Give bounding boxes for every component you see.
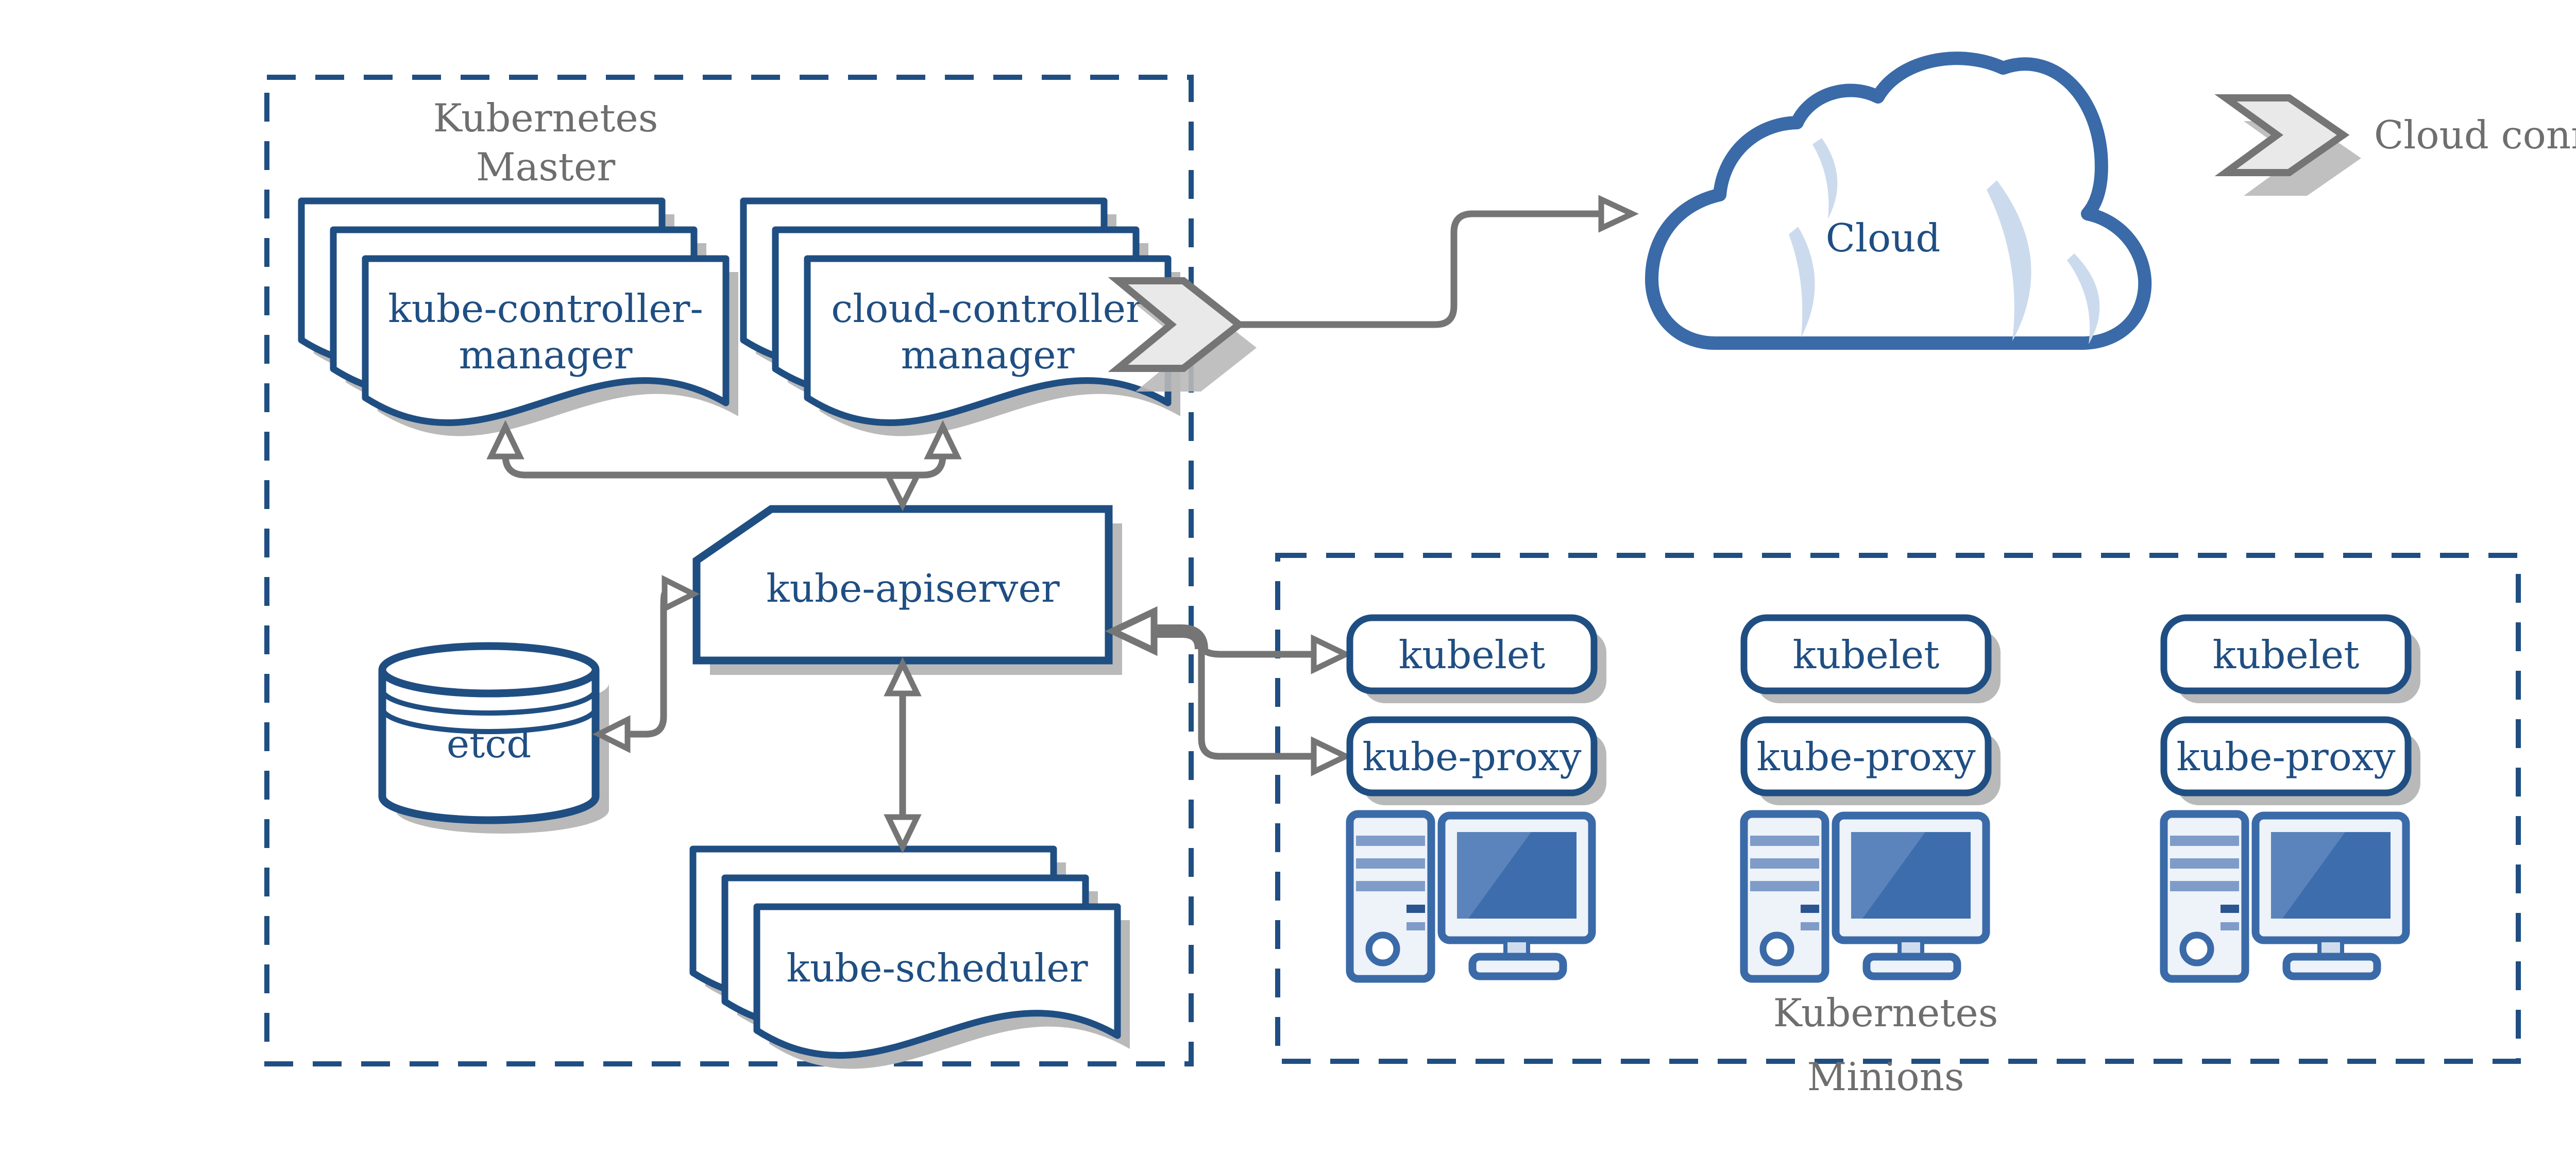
minion-column-1: kubelet kube-proxy (1346, 614, 1606, 979)
kubelet-box (1346, 614, 1598, 694)
kube-controller-manager-label-line2: manager (459, 332, 632, 378)
minions-title-line1: Kubernetes (1773, 990, 1998, 1036)
kube-proxy-label: kube-proxy (1756, 734, 1976, 779)
cloud-controller-manager-label-line1: cloud-controller (831, 286, 1144, 331)
kube-scheduler-label: kube-scheduler (786, 945, 1088, 991)
arrowhead-left-apiserver-right (1105, 606, 1158, 656)
minion-column-3: kubelet kube-proxy (2160, 614, 2420, 979)
cloud-node: Cloud (1645, 52, 2152, 350)
apiserver-to-etcd-line (630, 590, 668, 738)
legend-cloud-connector: Cloud connector (2214, 94, 2576, 196)
kubernetes-master-boundary (264, 75, 1194, 1066)
cloud-highlight (2067, 253, 2100, 344)
kube-controller-manager-label-line1: kube-controller- (388, 286, 703, 331)
cloud-highlight (1987, 180, 2031, 341)
cloud-icon (1645, 52, 2152, 350)
kube-proxy-label: kube-proxy (2176, 734, 2396, 779)
arrowhead-left-etcd (592, 715, 631, 753)
minion-column-2: kubelet kube-proxy (1740, 614, 2001, 979)
cloud-connector-chevron (1108, 277, 1257, 392)
arrowhead-up-cloud-controller (924, 420, 962, 460)
connectors (486, 195, 1639, 854)
apiserver-to-cloud-controller-line (903, 455, 946, 479)
master-title-line2: Master (476, 144, 616, 190)
kube-proxy-box (1740, 716, 1992, 796)
kubelet-box (2160, 614, 2412, 694)
legend-chevron-icon (2214, 94, 2350, 176)
kube-apiserver-node: kube-apiserver (692, 505, 1122, 675)
kubelet-box (1740, 614, 1992, 694)
kubelet-label: kubelet (1793, 632, 1940, 677)
cloud-controller-manager-label-line2: manager (901, 332, 1074, 378)
master-title-line1: Kubernetes (433, 95, 658, 141)
cloud-highlight (1789, 227, 1815, 337)
minions-title-line2: Minions (1807, 1054, 1964, 1099)
desktop-computer-icon (2164, 814, 2406, 979)
kubelet-label: kubelet (1399, 632, 1546, 677)
arrowhead-right-kubelet (1311, 634, 1352, 674)
apiserver-to-minions-trunk (1153, 624, 1208, 650)
arrowhead-down-apiserver-top (884, 473, 922, 512)
legend-cloud-connector-label: Cloud connector (2374, 112, 2576, 158)
apiserver-to-kube-controller-line (502, 455, 903, 479)
etcd-label: etcd (447, 721, 532, 767)
kube-apiserver-label: kube-apiserver (766, 566, 1060, 611)
minions-branch-kube-proxy (1198, 648, 1315, 760)
arrowhead-up-apiserver-bottom (884, 657, 922, 697)
cloud-connector-line (1239, 210, 1600, 328)
minions-branch-kubelet (1198, 644, 1315, 658)
kube-proxy-box (2160, 716, 2412, 796)
desktop-computer-icon (1350, 814, 1592, 979)
kube-controller-manager-stack: kube-controller- manager (298, 197, 738, 436)
kube-proxy-label: kube-proxy (1362, 734, 1582, 779)
cloud-label: Cloud (1826, 215, 1941, 261)
arrowhead-right-apiserver-left (662, 575, 700, 613)
arrowhead-down-scheduler (884, 814, 922, 854)
arrowhead-right-cloud (1598, 195, 1639, 233)
cloud-controller-manager-stack: cloud-controller manager (740, 197, 1180, 436)
kubelet-label: kubelet (2213, 632, 2360, 677)
kube-scheduler-stack: kube-scheduler (689, 845, 1130, 1069)
desktop-computer-icon (1744, 814, 1986, 979)
cloud-highlight (1812, 138, 1838, 219)
arrowhead-up-kube-controller (486, 420, 524, 460)
chevron-arrow-icon (1108, 277, 1245, 372)
arrowhead-right-kube-proxy (1311, 736, 1352, 776)
kube-proxy-box (1346, 716, 1598, 796)
etcd-node: etcd (378, 642, 609, 834)
